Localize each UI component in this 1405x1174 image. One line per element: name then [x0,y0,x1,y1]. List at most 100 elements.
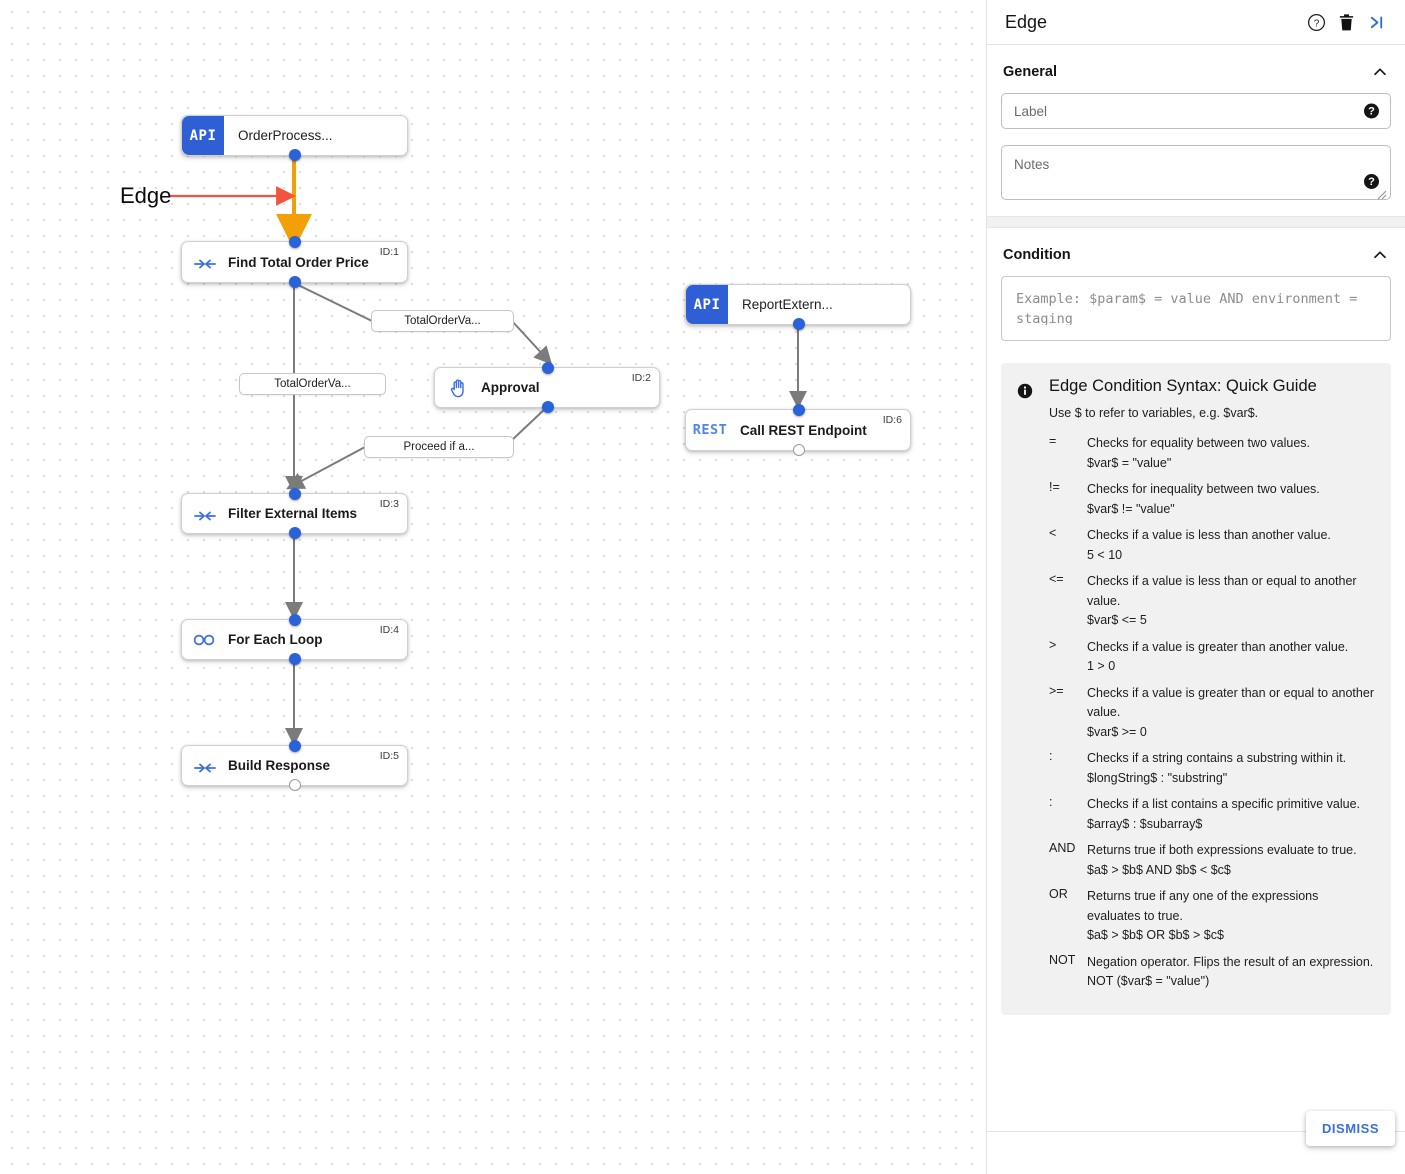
condition-input-wrapper[interactable] [1001,276,1391,341]
node-output-port[interactable] [288,149,301,161]
edge-label-chip[interactable]: Proceed if a... [364,436,514,458]
operator-symbol: <= [1049,572,1064,586]
operator-example: $var$ != "value" [1087,501,1175,516]
operator-example: $a$ > $b$ OR $b$ > $c$ [1087,928,1224,942]
node-label: Filter External Items [228,506,358,521]
node-label: Call REST Endpoint [740,422,867,438]
operator-example: $longString$ : "substring" [1087,770,1228,785]
operator-example: $var$ >= 0 [1087,724,1147,739]
operator-description: Returns true if any one of the expressio… [1087,887,1375,946]
help-circle-icon[interactable]: ? [1301,7,1331,37]
operator-symbol: >= [1049,683,1064,698]
condition-input[interactable] [1014,287,1378,325]
operator-example: NOT ($var$ = "value") [1087,974,1210,988]
operator-example: $a$ > $b$ AND $b$ < $c$ [1087,862,1231,877]
node-label: OrderProcess... [238,128,333,143]
node-output-port[interactable] [793,318,805,330]
operator-symbol: = [1049,434,1057,448]
operator-symbol: OR [1049,887,1068,901]
operator-description: Checks if a value is greater than anothe… [1087,638,1375,677]
operator-example: 5 < 10 [1087,547,1123,562]
operator-row: !=Checks for inequality between two valu… [1049,480,1375,519]
node-input-port[interactable] [288,488,301,500]
chevron-up-icon[interactable] [1371,63,1389,81]
general-section: General ? ? [987,45,1405,200]
edge-annotation-label: Edge [120,183,172,208]
panel-header: Edge ? [987,0,1405,45]
operator-list: = Checks for equality between two values.… [1049,434,1375,992]
operator-symbol: > [1049,637,1057,652]
node-input-port[interactable] [288,740,301,752]
api-badge-icon: API [182,116,224,155]
guide-subtitle: Use $ to refer to variables, e.g. $var$. [1049,406,1259,420]
operator-example: $array$ : $subarray$ [1087,816,1203,831]
operator-row: AND Returns true if both expressions eval… [1049,841,1375,880]
condition-section: Condition Edge Condition Syntax: Quick G… [987,228,1405,1015]
panel-footer: DISMISS [987,1111,1405,1174]
node-id-tag: ID:2 [631,372,651,384]
operator-row: <Checks if a value is less than another … [1049,526,1375,565]
hand-icon [435,378,481,398]
chevron-up-icon[interactable] [1371,246,1389,264]
workflow-canvas[interactable]: Edge API OrderProcess... Find Total Orde… [0,0,986,1174]
edge-label-chip[interactable]: TotalOrderVa... [371,310,514,332]
operator-description: Returns true if both expressions evaluat… [1087,841,1375,880]
node-id-tag: ID:4 [379,624,399,636]
condition-section-title: Condition [1003,247,1071,263]
node-id-tag: ID:5 [379,750,399,762]
node-output-port[interactable] [288,527,301,539]
node-approval[interactable]: Approval ID:2 [434,362,660,413]
operator-example: $var$ <= 5 [1087,613,1147,627]
node-input-port[interactable] [542,362,554,374]
operator-description: Checks if a value is greater than or equ… [1087,684,1375,743]
node-call-rest-endpoint[interactable]: REST Call REST Endpoint ID:6 [685,404,911,456]
node-output-port[interactable] [288,779,301,791]
node-input-port[interactable] [288,614,301,626]
node-output-port[interactable] [288,653,301,665]
converge-arrows-icon [182,255,228,269]
node-order-process[interactable]: API OrderProcess... [181,115,408,161]
dismiss-button[interactable]: DISMISS [1306,1111,1395,1146]
notes-help-icon[interactable]: ? [1364,174,1379,189]
api-badge-icon: API [686,285,728,324]
edge-label-chip[interactable]: TotalOrderVa... [239,373,386,395]
panel-title: Edge [1005,11,1048,32]
trash-icon[interactable] [1331,7,1361,37]
operator-example: 1 > 0 [1087,659,1116,673]
panel-content: General ? ? [987,45,1405,1131]
operator-row: :Checks if a list contains a specific pr… [1049,795,1375,834]
node-output-port[interactable] [542,401,554,413]
node-find-total-order-price[interactable]: Find Total Order Price ID:1 [181,236,408,288]
node-for-each-loop[interactable]: For Each Loop ID:4 [181,614,408,665]
operator-row: >= Checks if a value is greater than or e… [1049,684,1375,743]
node-input-port[interactable] [288,236,301,248]
label-input[interactable] [1002,94,1390,128]
general-section-header[interactable]: General [1001,45,1391,93]
node-report-extern[interactable]: API ReportExtern... [685,284,911,330]
operator-symbol: NOT [1049,952,1076,967]
node-build-response[interactable]: Build Response ID:5 [181,740,408,791]
general-section-title: General [1003,64,1057,80]
operator-symbol: AND [1049,841,1076,855]
node-output-port[interactable] [793,444,805,456]
notes-input[interactable] [1002,146,1390,194]
operator-description: Checks if a list contains a specific pri… [1087,795,1375,834]
condition-quick-guide: Edge Condition Syntax: Quick Guide Use $… [1001,363,1391,1015]
converge-arrows-icon [182,507,228,521]
label-help-icon[interactable]: ? [1364,103,1379,119]
operator-description: Checks if a value is less than another v… [1087,526,1375,565]
notes-field-wrapper[interactable]: ? [1001,145,1391,200]
node-output-port[interactable] [288,276,301,288]
label-field-wrapper[interactable]: ? [1001,93,1391,129]
node-label: ReportExtern... [742,297,833,312]
node-id-tag: ID:1 [379,246,399,258]
node-filter-external-items[interactable]: Filter External Items ID:3 [181,488,408,539]
operator-row: <=Checks if a value is less than or equa… [1049,572,1375,631]
operator-description: Checks for equality between two values.$… [1087,434,1375,473]
node-input-port[interactable] [793,404,805,416]
node-id-tag: ID:6 [882,414,902,426]
collapse-panel-icon[interactable] [1361,7,1391,37]
section-divider [987,216,1405,228]
condition-section-header[interactable]: Condition [1001,228,1391,276]
